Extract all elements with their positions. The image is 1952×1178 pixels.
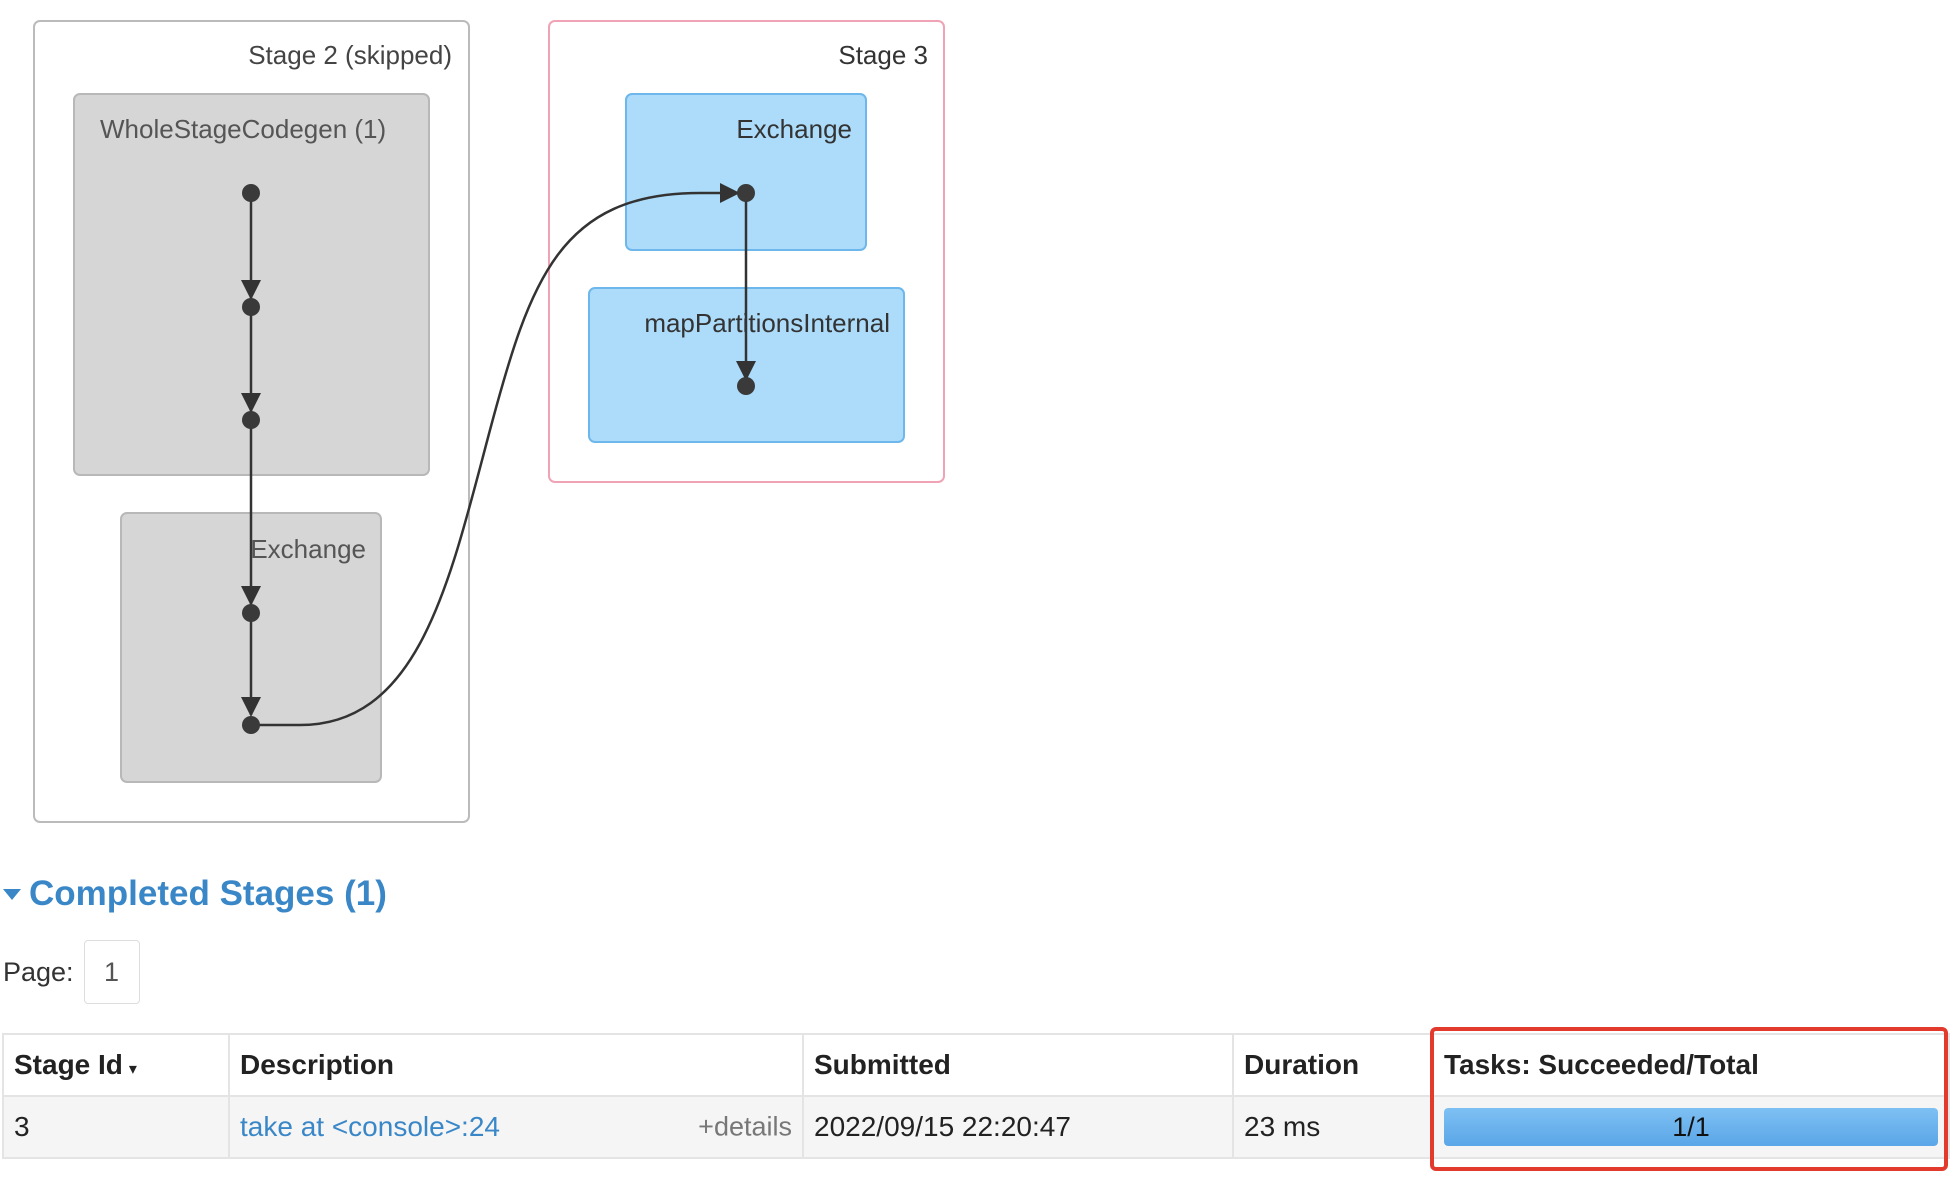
page-number-button[interactable]: 1 [83, 940, 140, 1004]
cell-duration: 23 ms [1232, 1095, 1434, 1159]
cell-submitted: 2022/09/15 22:20:47 [802, 1095, 1234, 1159]
caret-down-icon [3, 888, 21, 900]
column-header-description[interactable]: Description [228, 1033, 804, 1097]
stage-2-exchange-label: Exchange [250, 534, 366, 564]
dag-visualization: Stage 2 (skipped) WholeStageCodegen (1) … [33, 20, 945, 823]
dag-node[interactable] [737, 184, 755, 202]
cell-description: take at <console>:24 +details [228, 1095, 804, 1159]
stage-3-exchange-cluster[interactable]: Exchange [625, 93, 867, 251]
dag-node[interactable] [242, 298, 260, 316]
stage-description-link[interactable]: take at <console>:24 [240, 1111, 500, 1142]
sort-desc-icon: ▾ [128, 1061, 137, 1078]
column-header-submitted[interactable]: Submitted [802, 1033, 1234, 1097]
cell-tasks: 1/1 [1432, 1095, 1950, 1159]
column-header-tasks[interactable]: Tasks: Succeeded/Total [1432, 1033, 1950, 1097]
progress-text: 1/1 [1672, 1111, 1710, 1142]
dag-node[interactable] [737, 377, 755, 395]
dag-node[interactable] [242, 716, 260, 734]
page-label: Page: [3, 956, 74, 987]
progress-fill [1444, 1108, 1938, 1146]
stage-3-label: Stage 3 [838, 40, 928, 70]
stage-2-label: Stage 2 (skipped) [248, 40, 452, 70]
completed-stages-toggle[interactable]: Completed Stages (1) [0, 874, 387, 914]
column-header-duration[interactable]: Duration [1232, 1033, 1434, 1097]
wholestagecodegen-label: WholeStageCodegen (1) [100, 114, 386, 144]
stage-3-exchange-label: Exchange [736, 114, 852, 144]
column-header-label: Stage Id [14, 1049, 123, 1080]
mappartitionsinternal-label: mapPartitionsInternal [644, 308, 890, 338]
column-header-stage-id[interactable]: Stage Id ▾ [2, 1033, 230, 1097]
completed-stages-title: Completed Stages (1) [29, 874, 387, 913]
dag-node[interactable] [242, 411, 260, 429]
pagination: Page: 1 [3, 940, 140, 1004]
dag-edge-cross-stage [251, 183, 740, 727]
cell-stage-id: 3 [2, 1095, 230, 1159]
details-toggle-link[interactable]: +details [698, 1111, 792, 1142]
tasks-progress-bar: 1/1 [1444, 1108, 1938, 1146]
table-row: 3 take at <console>:24 +details 2022/09/… [2, 1095, 1950, 1159]
table-header-row: Stage Id ▾ Description Submitted Duration… [2, 1033, 1950, 1097]
dag-node[interactable] [242, 604, 260, 622]
dag-node[interactable] [242, 184, 260, 202]
completed-stages-table: Stage Id ▾ Description Submitted Duration… [2, 1033, 1950, 1159]
